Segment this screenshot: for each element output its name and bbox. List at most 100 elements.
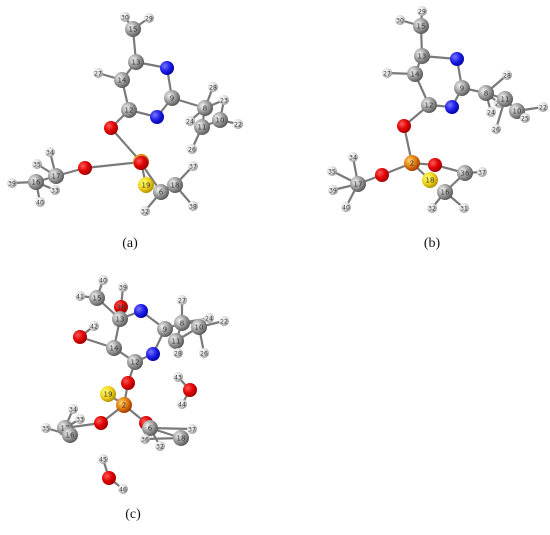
atom-carbon-8: 8	[174, 315, 190, 331]
atom-hydrogen-39: 39	[328, 185, 338, 195]
panel-b-caption: (b)	[423, 236, 441, 251]
atom-hydrogen-24: 24	[204, 313, 214, 323]
atom-label: 13	[132, 59, 141, 67]
hydrogen-sphere	[491, 124, 501, 134]
atom-carbon-6: 6	[153, 184, 169, 200]
carbon-sphere	[197, 100, 213, 116]
hydrogen-sphere	[45, 147, 55, 157]
hydrogen-sphere	[328, 185, 338, 195]
molecule-b-svg: 2930152713141298282324111022252621834351…	[327, 6, 548, 213]
carbon-sphere	[413, 18, 429, 34]
atom-label: 28	[503, 73, 511, 80]
atom-hydrogen-22: 22	[538, 102, 548, 112]
carbon-sphere	[127, 354, 143, 370]
hydrogen-sphere	[173, 372, 183, 382]
atom-oxygen	[428, 158, 442, 172]
hydrogen-sphere	[187, 144, 197, 154]
atom-label: 26	[188, 147, 196, 154]
atom-label: 13	[418, 53, 427, 61]
atom-label: 37	[478, 170, 486, 177]
atom-carbon-16: 16	[28, 174, 44, 190]
atom-carbon-9: 9	[454, 80, 470, 96]
atom-hydrogen-45: 45	[98, 454, 108, 464]
nitrogen-sphere	[146, 347, 160, 361]
hydrogen-sphere	[75, 414, 85, 424]
atom-label: 16	[66, 432, 75, 440]
atom-hydrogen-24: 24	[185, 116, 195, 126]
hydrogen-sphere	[219, 316, 229, 326]
atom-label: 8	[203, 105, 207, 113]
atom-sulfur-18: 18	[422, 172, 438, 188]
atom-hydrogen-33: 33	[75, 414, 85, 424]
oxygen-sphere	[104, 121, 118, 135]
atom-label: 22	[234, 122, 242, 129]
atom-label: 38	[117, 304, 126, 312]
atom-carbon-12: 12	[121, 102, 137, 118]
carbon-sphere	[168, 333, 184, 349]
atom-label: 33	[51, 188, 59, 195]
atom-hydrogen-33: 33	[50, 185, 60, 195]
hydrogen-sphere	[395, 15, 405, 25]
atom-label: 11	[198, 124, 207, 132]
atom-hydrogen-35: 35	[327, 166, 337, 176]
atom-hydrogen-27: 27	[93, 68, 103, 78]
atom-label: 42	[90, 324, 98, 331]
atom-hydrogen-34: 34	[45, 147, 55, 157]
hydrogen-sphere	[382, 68, 392, 78]
hydrogen-sphere	[118, 484, 128, 494]
atom-label: 38	[189, 204, 197, 211]
atom-label: 17	[61, 425, 70, 433]
atom-label: 35	[328, 169, 336, 176]
atom-carbon-12: 12	[421, 97, 437, 113]
carbon-sphere	[350, 176, 366, 192]
atom-carbon-14: 14	[106, 340, 122, 356]
atom-label: 10	[216, 117, 225, 125]
atom-hydrogen-40: 40	[341, 202, 351, 212]
atom-carbon-18: 18	[173, 430, 189, 446]
atom-carbon-9: 9	[164, 90, 180, 106]
atom-label: 24	[487, 110, 495, 117]
atom-carbon-13: 13	[128, 54, 144, 70]
oxygen-sphere	[121, 376, 135, 390]
nitrogen-sphere	[150, 110, 164, 124]
atom-label: 19	[142, 182, 151, 190]
panel-c-caption: (c)	[125, 507, 141, 522]
carbon-sphere	[28, 174, 44, 190]
oxygen-sphere	[183, 383, 197, 397]
carbon-sphere	[157, 321, 173, 337]
atom-hydrogen-32: 32	[427, 203, 437, 213]
carbon-sphere	[421, 97, 437, 113]
carbon-sphere	[106, 340, 122, 356]
atom-label: 33	[76, 417, 84, 424]
atom-label: 24	[186, 119, 194, 126]
atom-hydrogen-37: 37	[188, 161, 198, 171]
atom-carbon-17: 17	[350, 176, 366, 192]
nitrogen-sphere	[160, 61, 174, 75]
atom-carbon-16: 16	[62, 427, 78, 443]
atom-hydrogen-40: 40	[98, 275, 108, 285]
carbon-sphere	[153, 184, 169, 200]
atom-hydrogen-32: 32	[140, 206, 150, 216]
atom-label: 43	[174, 375, 182, 382]
hydrogen-sphere	[98, 275, 108, 285]
oxygen-sphere	[375, 168, 389, 182]
atom-carbon-8: 8	[478, 85, 494, 101]
carbon-sphere	[48, 168, 64, 184]
hydrogen-sphere	[118, 282, 128, 292]
atom-carbon-12: 12	[127, 354, 143, 370]
molecule-c-svg: 4041153839139827232411102228264214124344…	[41, 275, 229, 494]
atom-hydrogen-37: 37	[477, 167, 487, 177]
sulfur-sphere	[100, 386, 116, 402]
atom-label: 9	[170, 95, 174, 103]
panel-c: 4041153839139827232411102228264214124344…	[0, 265, 275, 530]
atom-label: 6	[148, 425, 153, 433]
atom-oxygen	[183, 383, 197, 397]
hydrogen-sphere	[188, 201, 198, 211]
atom-label: 27	[383, 71, 391, 78]
panel-a: 3029152713141298282324111022262193435171…	[0, 0, 275, 265]
atom-label: 11	[501, 96, 510, 104]
oxygen-sphere	[397, 119, 411, 133]
carbon-sphere	[62, 427, 78, 443]
hydrogen-sphere	[341, 202, 351, 212]
